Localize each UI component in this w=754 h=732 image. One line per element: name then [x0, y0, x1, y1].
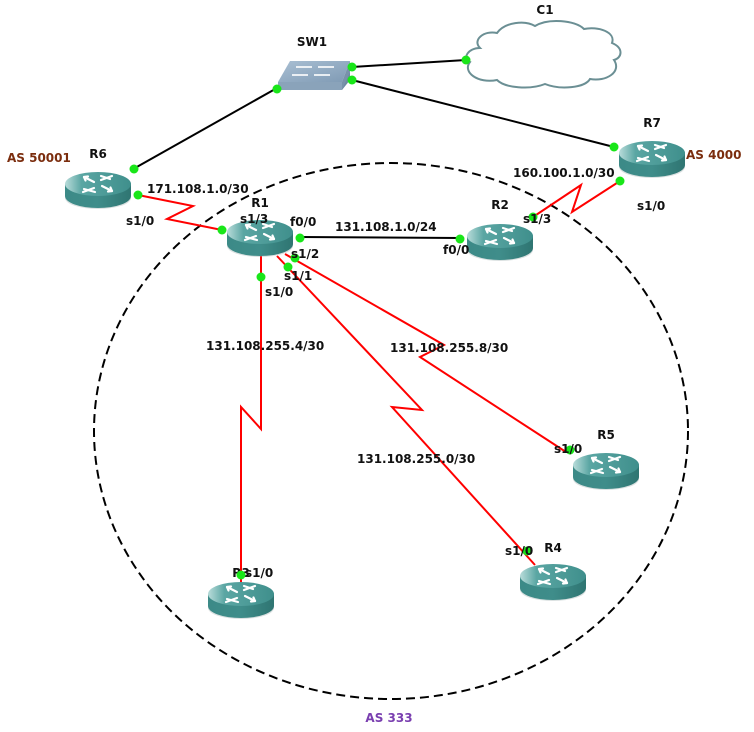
network-label-r6-r1: 171.108.1.0/30	[147, 182, 249, 196]
port-dot[interactable]	[528, 212, 538, 222]
network-label-r1-r2: 131.108.1.0/24	[335, 220, 437, 234]
port-dot[interactable]	[283, 262, 293, 272]
link-r1-r2[interactable]	[299, 236, 461, 239]
port-dot[interactable]	[256, 272, 266, 282]
port-dot[interactable]	[290, 253, 300, 263]
link-sw1-r7[interactable]	[351, 79, 615, 148]
router-icon	[617, 139, 687, 180]
network-label-r7-r2: 160.100.1.0/30	[513, 166, 615, 180]
as-label-333: AS 333	[365, 711, 412, 725]
if-label-r6-s1-0: s1/0	[126, 214, 154, 228]
router-icon	[465, 222, 535, 263]
if-label-r1-s1-1: s1/1	[284, 269, 312, 283]
device-sw1[interactable]: SW1	[278, 35, 350, 90]
device-r2[interactable]: R2	[465, 198, 535, 263]
device-r7[interactable]: R7	[617, 116, 687, 180]
if-label-r1-s1-0: s1/0	[265, 285, 293, 299]
link-r1-r5[interactable]	[284, 253, 567, 453]
port-dot[interactable]	[615, 176, 625, 186]
link-sw1-r6[interactable]	[134, 87, 278, 169]
port-dot[interactable]	[272, 84, 282, 94]
device-r4[interactable]: R4	[518, 541, 588, 603]
port-dot[interactable]	[295, 233, 305, 243]
link-sw1-c1[interactable]	[351, 59, 467, 68]
router-icon	[518, 562, 588, 603]
port-dot[interactable]	[133, 190, 143, 200]
device-label-r2: R2	[491, 198, 509, 212]
device-label-sw1: SW1	[297, 35, 327, 49]
port-dot[interactable]	[347, 75, 357, 85]
if-label-r2-s1-3: s1/3	[523, 212, 551, 226]
port-dots	[129, 55, 625, 580]
router-icon	[206, 580, 276, 621]
if-label-r2-f0-0: f0/0	[443, 243, 469, 257]
device-label-c1: C1	[536, 3, 553, 17]
network-label-r1-r4: 131.108.255.0/30	[357, 452, 475, 466]
network-label-r1-r5: 131.108.255.8/30	[390, 341, 508, 355]
port-dot[interactable]	[461, 55, 471, 65]
if-label-r5-s1-0: s1/0	[554, 442, 582, 456]
port-dot[interactable]	[565, 445, 575, 455]
device-r1[interactable]: R1	[225, 196, 295, 259]
device-r6[interactable]: R6	[63, 147, 133, 211]
port-dot[interactable]	[217, 225, 227, 235]
as-label-4000: AS 4000	[686, 148, 742, 162]
if-label-r1-s1-3: s1/3	[240, 212, 268, 226]
router-icon	[63, 170, 133, 211]
if-label-r1-f0-0: f0/0	[290, 215, 316, 229]
link-r7-r2[interactable]	[532, 180, 621, 218]
switch-icon	[278, 61, 350, 90]
if-label-r1-s1-2: s1/2	[291, 247, 319, 261]
link-r1-r3[interactable]	[240, 250, 262, 585]
if-label-r4-s1-0: s1/0	[505, 544, 533, 558]
port-dot[interactable]	[609, 142, 619, 152]
port-dot[interactable]	[522, 546, 532, 556]
link-r1-r4[interactable]	[276, 255, 536, 566]
port-dot[interactable]	[236, 570, 246, 580]
link-r6-r1[interactable]	[137, 194, 223, 231]
device-c1[interactable]: C1	[465, 3, 622, 89]
device-label-r1: R1	[251, 196, 269, 210]
as-label-50001: AS 50001	[7, 151, 71, 165]
port-dot[interactable]	[129, 164, 139, 174]
device-label-r5: R5	[597, 428, 615, 442]
device-label-r4: R4	[544, 541, 562, 555]
port-dot[interactable]	[455, 234, 465, 244]
device-label-r6: R6	[89, 147, 107, 161]
if-label-r7-s1-0: s1/0	[637, 199, 665, 213]
as333-boundary	[93, 162, 689, 700]
device-label-r7: R7	[643, 116, 661, 130]
device-r5[interactable]: R5	[571, 428, 641, 492]
port-dot[interactable]	[347, 62, 357, 72]
if-label-r3-s1-0: s1/0	[245, 566, 273, 580]
cloud-icon	[465, 20, 622, 89]
router-icon	[571, 451, 641, 492]
network-label-r1-r3: 131.108.255.4/30	[206, 339, 324, 353]
